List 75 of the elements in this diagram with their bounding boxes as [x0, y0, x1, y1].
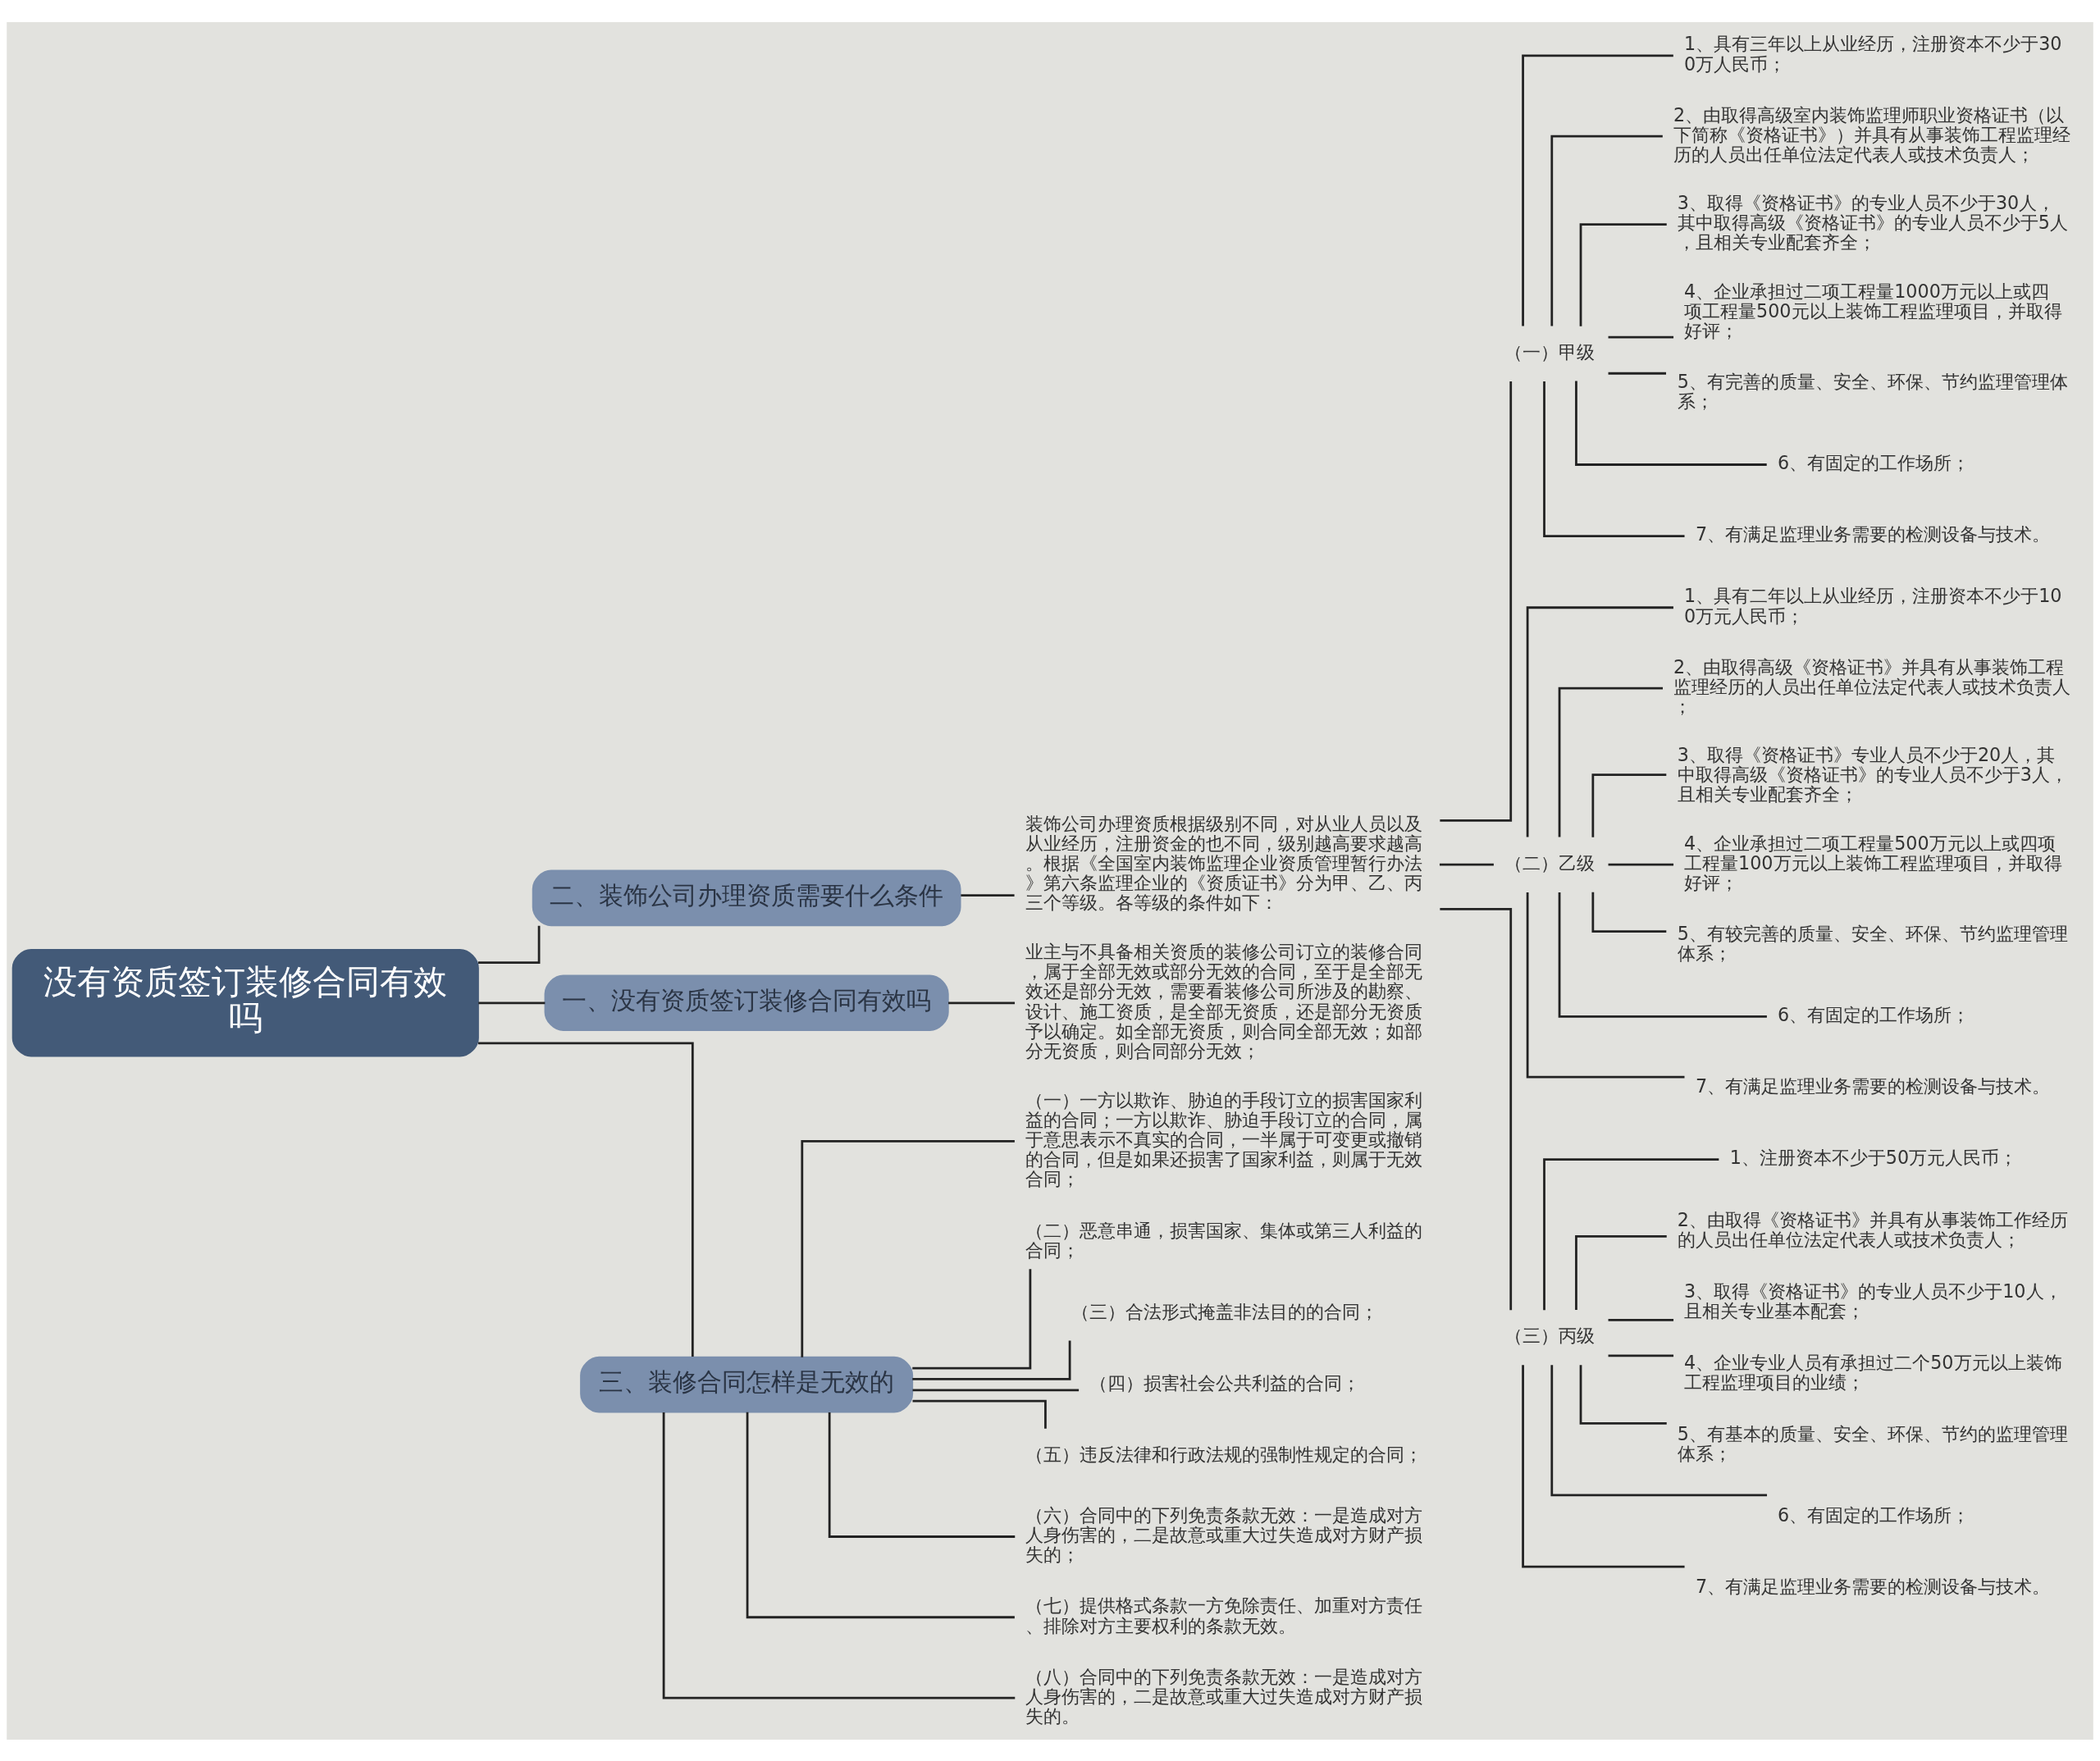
- connector: [1558, 892, 1767, 1018]
- connector: [1550, 135, 1663, 326]
- connector: [1608, 1354, 1674, 1357]
- node-text: 1、具有三年以上从业经历，注册资本不少于300万人民币；: [1684, 32, 2062, 75]
- node-text: 5、有完善的质量、安全、环保、节约监理管理体系；: [1677, 370, 2068, 412]
- connector: [1440, 381, 1513, 822]
- connector: [961, 893, 1015, 896]
- connector: [1608, 1318, 1674, 1321]
- connector: [1591, 773, 1667, 837]
- node-text: 2、由取得高级《资格证书》并具有从事装饰工程监理经历的人员出任单位法定代表人或技术负责人；: [1673, 655, 2071, 717]
- node-text: 1、具有二年以上从业经历，注册资本不少于100万元人民币；: [1684, 584, 2062, 627]
- connector: [1591, 892, 1667, 933]
- connector: [662, 1412, 1016, 1699]
- node-text: 2、由取得高级室内装饰监理师职业资格证书（以下简称《资格证书》）并具有从事装饰工程监理经历的人员出任单位法定代表人或技术负责人；: [1673, 103, 2071, 165]
- node-text: 1、注册资本不少于50万元人民币；: [1729, 1146, 2018, 1168]
- connector: [948, 1001, 1016, 1004]
- connector: [912, 1399, 1047, 1429]
- node-text: （一）甲级: [1504, 340, 1596, 363]
- connector: [1558, 687, 1663, 837]
- node-box: 一、没有资质签订装修合同有效吗: [544, 974, 949, 1031]
- connector: [912, 1340, 1071, 1380]
- node-text: （一）一方以欺诈、胁迫的手段订立的损害国家利益的合同；一方以欺诈、胁迫手段订立的合同，属于意思表示不真实的合同，一半属于可变更或撤销的合同，但是如果还损害了国家利益，则属于无效合同；: [1025, 1088, 1423, 1189]
- node-text: 5、有基本的质量、安全、环保、节约的监理管理体系；: [1677, 1422, 2068, 1464]
- connector: [1575, 381, 1767, 466]
- node-text: （二）乙级: [1504, 851, 1596, 874]
- node-text: （三）丙级: [1504, 1324, 1596, 1346]
- node-text: （四）损害社会公共利益的合同；: [1089, 1371, 1361, 1394]
- connector: [1608, 335, 1674, 339]
- node-text: 6、有固定的工作场所；: [1778, 451, 1970, 473]
- connector: [1522, 1364, 1685, 1567]
- connector: [1579, 1364, 1667, 1425]
- connector: [1608, 372, 1666, 375]
- node-box: 三、装修合同怎样是无效的: [580, 1356, 914, 1412]
- connector: [1550, 1364, 1768, 1496]
- connector: [478, 1001, 546, 1004]
- node-text: 7、有满足监理业务需要的检测设备与技术。: [1695, 1575, 2051, 1597]
- node-text: 4、企业承担过二项工程量1000万元以上或四项工程量500元以上装饰工程监理项目，并取得好评；: [1684, 280, 2062, 341]
- connector: [746, 1412, 1015, 1618]
- connector: [1579, 222, 1667, 326]
- node-text: 3、取得《资格证书》的专业人员不少于30人，其中取得高级《资格证书》的专业人员不少于5人，且相关专业配套齐全；: [1677, 191, 2068, 253]
- node-text: （八）合同中的下列免责条款无效：一是造成对方人身伤害的，二是故意或重大过失造成对方财产损失的。: [1025, 1665, 1423, 1727]
- node-text: （七）提供格式条款一方免除责任、加重对方责任、排除对方主要权利的条款无效。: [1025, 1594, 1423, 1636]
- connector: [1575, 1234, 1667, 1310]
- connector: [1522, 53, 1673, 326]
- node-text: 3、取得《资格证书》专业人员不少于20人，其中取得高级《资格证书》的专业人员不少于3人，且相关专业配套齐全；: [1677, 743, 2068, 805]
- node-box: 二、装饰公司办理资质需要什么条件: [532, 869, 961, 926]
- node-text: （二）恶意串通，损害国家、集体或第三人利益的合同；: [1025, 1219, 1423, 1261]
- node-text: 7、有满足监理业务需要的检测设备与技术。: [1695, 522, 2051, 545]
- node-text: 业主与不具备相关资质的装修公司订立的装修合同，属于全部无效或部分无效的合同，至于是全部无效还是部分无效，需要看装修公司所涉及的勘察、设计、施工资质，是全部无资质，还是部分无资质予以确定。如全部无资质，则合同全部无效；如部分无资质，则合同部分无效；: [1025, 940, 1423, 1061]
- node-text: 装饰公司办理资质根据级别不同，对从业人员以及从业经历，注册资金的也不同，级别越高要求越高。根据《全国室内装饰监理企业资质管理暂行办法》第六条监理企业的《资质证书》分为甲、乙、丙三个等级。各等级的条件如下：: [1025, 812, 1423, 913]
- node-text: 5、有较完善的质量、安全、环保、节约监理管理体系；: [1677, 922, 2068, 964]
- connector: [1526, 605, 1673, 837]
- connector: [801, 1139, 1015, 1357]
- node-text: 4、企业承担过二项工程量500万元以上或四项工程量100万元以上装饰工程监理项目，并取得好评；: [1684, 832, 2062, 893]
- node-box: 没有资质签订装修合同有效吗: [11, 948, 479, 1057]
- node-text: 6、有固定的工作场所；: [1778, 1003, 1970, 1025]
- connector: [1526, 892, 1685, 1079]
- node-text: 6、有固定的工作场所；: [1778, 1503, 1970, 1526]
- node-text: 2、由取得《资格证书》并具有从事装饰工作经历的人员出任单位法定代表人或技术负责人；: [1677, 1208, 2068, 1250]
- node-text: 4、企业专业人员有承担过二个50万元以上装饰工程监理项目的业绩；: [1684, 1351, 2062, 1393]
- connector: [1543, 1157, 1719, 1310]
- node-text: 7、有满足监理业务需要的检测设备与技术。: [1695, 1074, 2051, 1097]
- node-text: （三）合法形式掩盖非法目的的合同；: [1071, 1300, 1378, 1322]
- connector: [477, 925, 541, 964]
- connector: [1440, 907, 1513, 1310]
- node-text: （五）违反法律和行政法规的强制性规定的合同；: [1025, 1443, 1423, 1465]
- node-text: （六）合同中的下列免责条款无效：一是造成对方人身伤害的，二是故意或重大过失造成对方财产损失的；: [1025, 1503, 1423, 1565]
- connector: [478, 1042, 694, 1357]
- connector: [912, 1388, 1080, 1391]
- connector: [1543, 381, 1685, 537]
- node-text: 3、取得《资格证书》的专业人员不少于10人，且相关专业基本配套；: [1684, 1280, 2062, 1321]
- connector: [1439, 863, 1494, 865]
- connector: [912, 1268, 1032, 1369]
- connector: [828, 1412, 1016, 1538]
- connector: [1608, 863, 1674, 865]
